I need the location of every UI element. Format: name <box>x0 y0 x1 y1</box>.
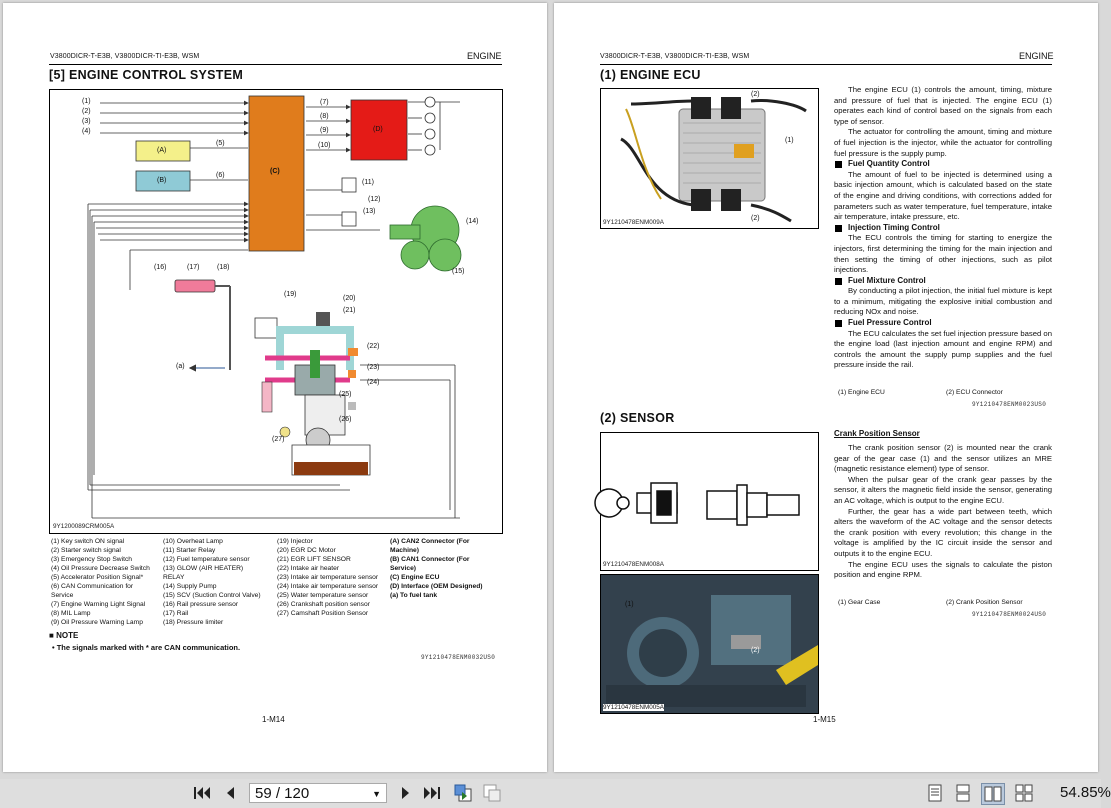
sensor-legend-1: (1) Gear Case <box>838 599 881 606</box>
label-18: (18) <box>217 264 230 271</box>
legend-col-1: (1) Key switch ON signal(2) Starter swit… <box>51 538 150 626</box>
photo-callout-2: (2) <box>751 647 760 654</box>
photo-figure-code: 9Y1210478ENM005A <box>603 704 664 711</box>
right-page: V3800DICR-T-E3B, V3800DICR-TI-E3B, WSM E… <box>554 3 1098 772</box>
sensor-code: 9Y1210478ENM0024US0 <box>972 611 1047 618</box>
label-19: (19) <box>284 291 297 298</box>
box-b-label: (B) <box>157 177 167 184</box>
chevron-down-icon[interactable]: ▼ <box>372 789 381 799</box>
label-10: (10) <box>318 142 331 149</box>
continuous-view-icon[interactable] <box>953 783 973 803</box>
label-1: (1) <box>82 98 91 105</box>
label-16: (16) <box>154 264 167 271</box>
label-13: (13) <box>363 208 376 215</box>
crank-heading: Crank Position Sensor <box>834 429 920 438</box>
label-27: (27) <box>272 436 285 443</box>
label-23: (23) <box>367 364 380 371</box>
label-21: (21) <box>343 307 356 314</box>
ecu-description: The engine ECU (1) controls the amount, … <box>834 85 1052 370</box>
label-9: (9) <box>320 127 329 134</box>
next-page-icon[interactable] <box>396 783 416 803</box>
ecu-figure-code: 9Y1210478ENM009A <box>603 219 664 226</box>
last-page-icon[interactable] <box>422 783 442 803</box>
header-rule <box>49 64 502 65</box>
go-back-icon[interactable] <box>453 783 473 803</box>
header-rule <box>600 64 1052 65</box>
label-24: (24) <box>367 379 380 386</box>
label-8: (8) <box>320 113 329 120</box>
first-page-icon[interactable] <box>192 783 212 803</box>
page-number-field[interactable]: 59 / 120 ▼ <box>249 783 387 803</box>
photo-callout-1: (1) <box>625 601 634 608</box>
label-15: (15) <box>452 268 465 275</box>
label-20: (20) <box>343 295 356 302</box>
label-17: (17) <box>187 264 200 271</box>
facing-view-icon[interactable] <box>981 783 1005 805</box>
label-26: (26) <box>339 416 352 423</box>
header-models: V3800DICR-T-E3B, V3800DICR-TI-E3B, WSM <box>600 53 750 60</box>
engine-control-diagram: (1) (2) (3) (4) (A) (B) (C) (D) (5) (6) … <box>49 89 503 534</box>
ecu-figure: (2) (1) (2) 9Y1210478ENM009A <box>600 88 819 229</box>
legend-col-2: (10) Overheat Lamp(11) Starter Relay(12)… <box>163 538 261 626</box>
label-12: (12) <box>368 196 381 203</box>
ecu-callout-2-bottom: (2) <box>751 215 760 222</box>
label-22: (22) <box>367 343 380 350</box>
label-6: (6) <box>216 172 225 179</box>
header-section: ENGINE <box>467 51 502 61</box>
single-page-view-icon[interactable] <box>925 783 945 803</box>
left-page: V3800DICR-T-E3B, V3800DICR-TI-E3B, WSM E… <box>3 3 547 772</box>
box-c-label: (C) <box>270 168 280 175</box>
ecu-code: 9Y1210478ENM0023US0 <box>972 401 1047 408</box>
sensor-figure-code: 9Y1210478ENM008A <box>603 561 664 568</box>
doc-code: 9Y1210478ENM0032US0 <box>421 654 496 661</box>
box-d-label: (D) <box>373 126 383 133</box>
sensor-figure: 9Y1210478ENM008A <box>594 432 819 571</box>
ecu-title: (1) ENGINE ECU <box>600 68 701 82</box>
label-4: (4) <box>82 128 91 135</box>
section-title: [5] ENGINE CONTROL SYSTEM <box>49 68 244 82</box>
header-models: V3800DICR-T-E3B, V3800DICR-TI-E3B, WSM <box>50 53 200 60</box>
label-5: (5) <box>216 140 225 147</box>
zoom-level[interactable]: 54.85% <box>1060 784 1111 801</box>
label-a: (a) <box>176 363 185 370</box>
legend-col-3: (19) Injector(20) EGR DC Motor(21) EGR L… <box>277 538 379 617</box>
ecu-callout-2-top: (2) <box>751 91 760 98</box>
crank-sensor-photo: (1) (2) 9Y1210478ENM005A <box>600 574 819 714</box>
legend-col-4: (A) CAN2 Connector (For Machine)(B) CAN1… <box>390 538 483 599</box>
label-14: (14) <box>466 218 479 225</box>
header-section: ENGINE <box>1019 51 1054 61</box>
ecu-legend-2: (2) ECU Connector <box>946 389 1003 396</box>
ecu-legend-1: (1) Engine ECU <box>838 389 885 396</box>
page-number: 1-M15 <box>813 715 836 724</box>
box-a-label: (A) <box>157 147 167 154</box>
crank-description: The crank position sensor (2) is mounted… <box>834 443 1052 580</box>
figure-code: 9Y1200089CRM005A <box>53 523 115 530</box>
page-number: 1-M14 <box>262 715 285 724</box>
label-2: (2) <box>82 108 91 115</box>
label-3: (3) <box>82 118 91 125</box>
prev-page-icon[interactable] <box>220 783 240 803</box>
label-25: (25) <box>339 391 352 398</box>
viewer-toolbar: 59 / 120 ▼ 54.85% <box>0 779 1111 808</box>
ecu-callout-1: (1) <box>785 137 794 144</box>
note-heading: ■ NOTE <box>49 631 79 640</box>
continuous-facing-view-icon[interactable] <box>1014 783 1034 803</box>
sensor-title: (2) SENSOR <box>600 411 675 425</box>
label-11: (11) <box>362 179 374 186</box>
page-indicator: 59 / 120 <box>255 785 310 802</box>
label-7: (7) <box>320 99 329 106</box>
note-text: • The signals marked with * are CAN comm… <box>52 643 241 652</box>
go-forward-icon[interactable] <box>482 783 502 803</box>
sensor-legend-2: (2) Crank Position Sensor <box>946 599 1023 606</box>
